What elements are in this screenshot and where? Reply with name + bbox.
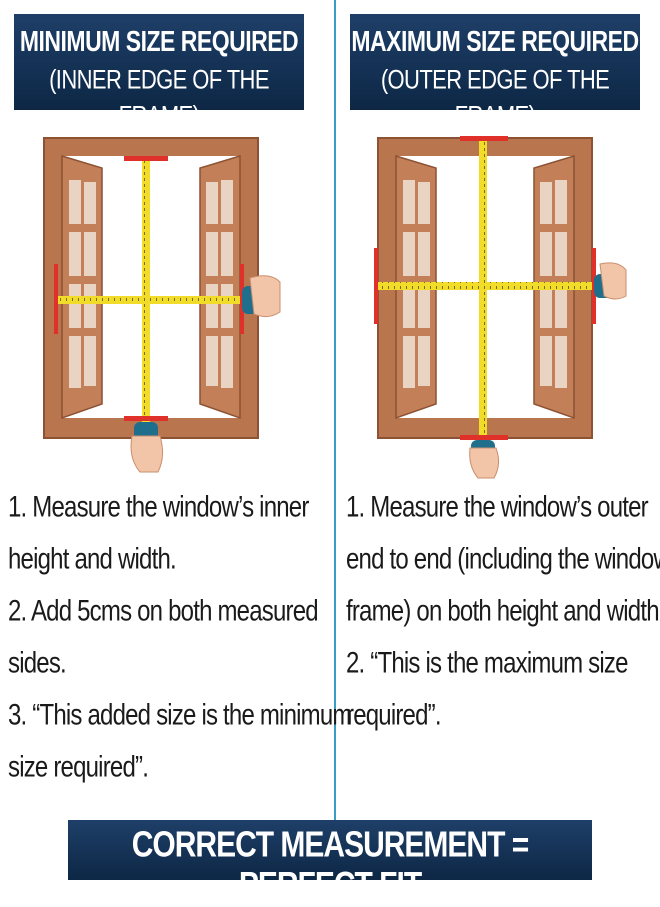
max-size-title: MAXIMUM SIZE REQUIRED <box>351 24 639 58</box>
center-divider <box>334 0 336 820</box>
marker-bottom <box>124 416 168 421</box>
hand-bottom <box>130 435 164 473</box>
horizontal-tape <box>56 296 242 304</box>
min-size-title: MINIMUM SIZE REQUIRED <box>19 24 299 58</box>
horizontal-tape <box>378 282 592 290</box>
min-size-badge: MINIMUM SIZE REQUIRED (INNER EDGE OF THE… <box>14 14 304 130</box>
marker-left <box>374 248 378 324</box>
instruction-line: frame) on both height and width. <box>346 594 660 628</box>
hand-right <box>599 262 627 300</box>
marker-bottom <box>460 435 508 440</box>
inner-measure-illustration <box>43 137 281 473</box>
min-size-subtitle: (INNER EDGE OF THE FRAME) <box>49 64 269 131</box>
instruction-line: height and width. <box>8 542 177 576</box>
min-size-instructions: 1. Measure the window’s inner height and… <box>8 482 352 794</box>
instruction-line: 1. Measure the window’s outer <box>346 490 649 524</box>
instruction-line: size required”. <box>8 750 149 784</box>
vertical-tape <box>142 160 150 422</box>
instruction-line: required”. <box>346 698 442 732</box>
instruction-line: end to end (including the window <box>346 542 660 576</box>
footer-banner: CORRECT MEASUREMENT = PERFECT FIT <box>68 820 592 906</box>
max-size-instructions: 1. Measure the window’s outer end to end… <box>346 482 660 742</box>
instruction-line: 2. “This is the maximum size <box>346 646 628 680</box>
hand-bottom <box>469 447 500 479</box>
instruction-line: 3. “This added size is the minimum <box>8 698 352 732</box>
max-size-badge: MAXIMUM SIZE REQUIRED (OUTER EDGE OF THE… <box>350 14 640 130</box>
instruction-line: 2. Add 5cms on both measured <box>8 594 319 628</box>
instruction-line: sides. <box>8 646 67 680</box>
marker-top <box>124 156 168 161</box>
marker-top <box>460 136 508 141</box>
marker-left <box>54 264 58 334</box>
footer-banner-text: CORRECT MEASUREMENT = PERFECT FIT <box>131 825 530 906</box>
instruction-line: 1. Measure the window’s inner <box>8 490 309 524</box>
hand-right <box>249 275 281 318</box>
outer-measure-illustration <box>374 136 627 479</box>
max-size-subtitle: (OUTER EDGE OF THE FRAME) <box>380 64 610 131</box>
